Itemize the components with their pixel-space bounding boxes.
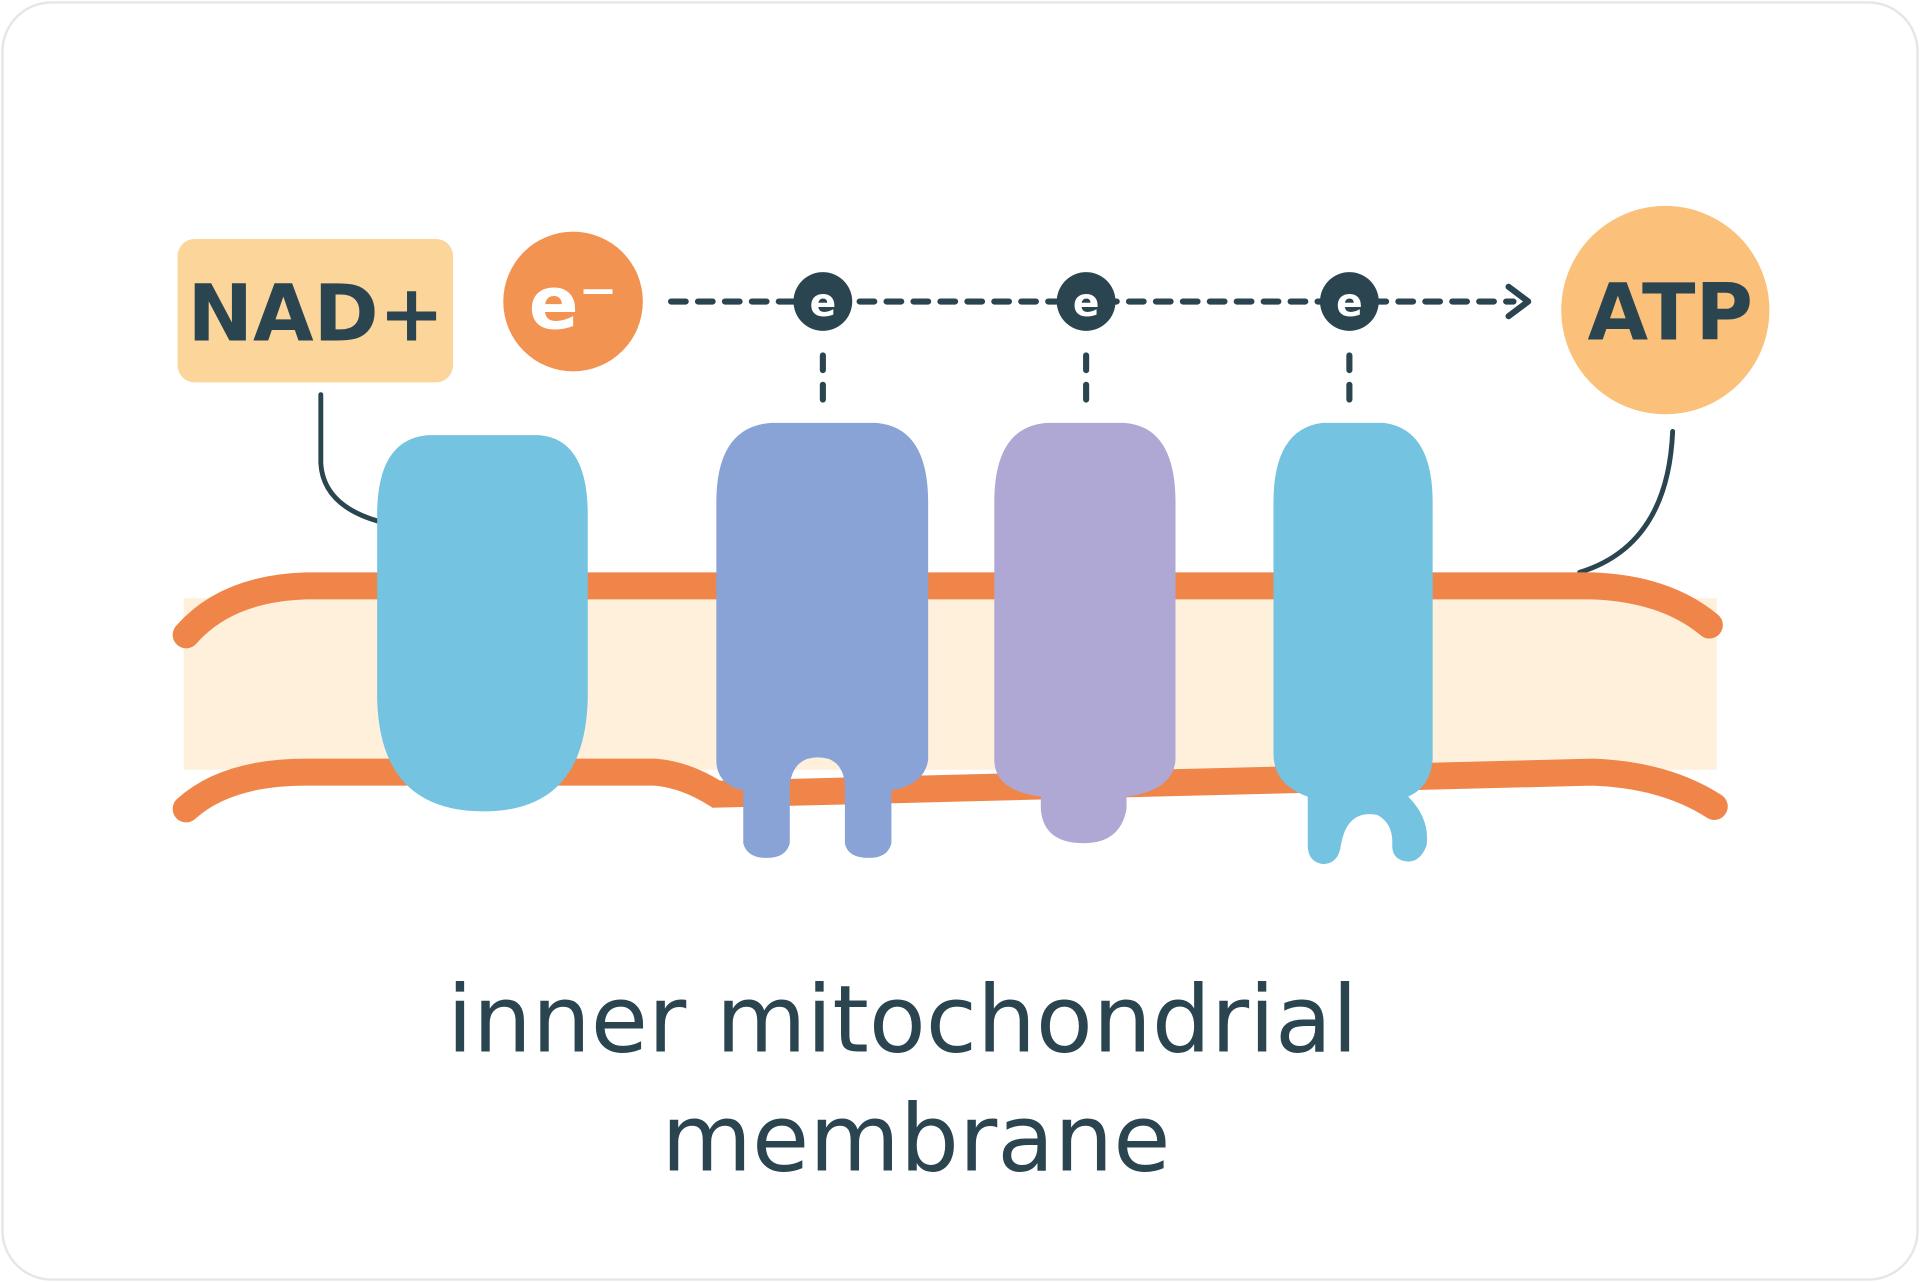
carrier-drop-lines <box>819 352 1353 408</box>
complex-2 <box>716 422 929 858</box>
membrane-inner-band <box>172 758 1728 823</box>
caption-line-1: inner mitochondrial <box>447 966 1358 1074</box>
carrier-label-1: e <box>810 281 837 326</box>
electron-carrier-2 <box>1056 272 1116 331</box>
carrier-label-2: e <box>1073 281 1100 326</box>
nad-box <box>177 238 454 383</box>
complex-1 <box>377 435 588 812</box>
electron-carrier-1 <box>793 272 853 331</box>
arrowhead-icon <box>1505 283 1532 320</box>
carrier-label-3: e <box>1336 281 1363 326</box>
electron-source-label: e⁻ <box>529 261 618 346</box>
electron-source-circle <box>503 231 643 372</box>
nad-label: NAD+ <box>187 269 444 360</box>
atp-label: ATP <box>1587 267 1752 358</box>
nad-connector-line <box>318 392 380 524</box>
complex-4 <box>1273 422 1433 865</box>
atp-circle <box>1561 205 1770 415</box>
atp-connector-line <box>1577 428 1676 575</box>
electron-carrier-3 <box>1320 272 1379 331</box>
complex-3 <box>994 422 1176 844</box>
membrane-outer-band <box>172 572 1723 649</box>
caption-line-2: membrane <box>661 1084 1170 1192</box>
